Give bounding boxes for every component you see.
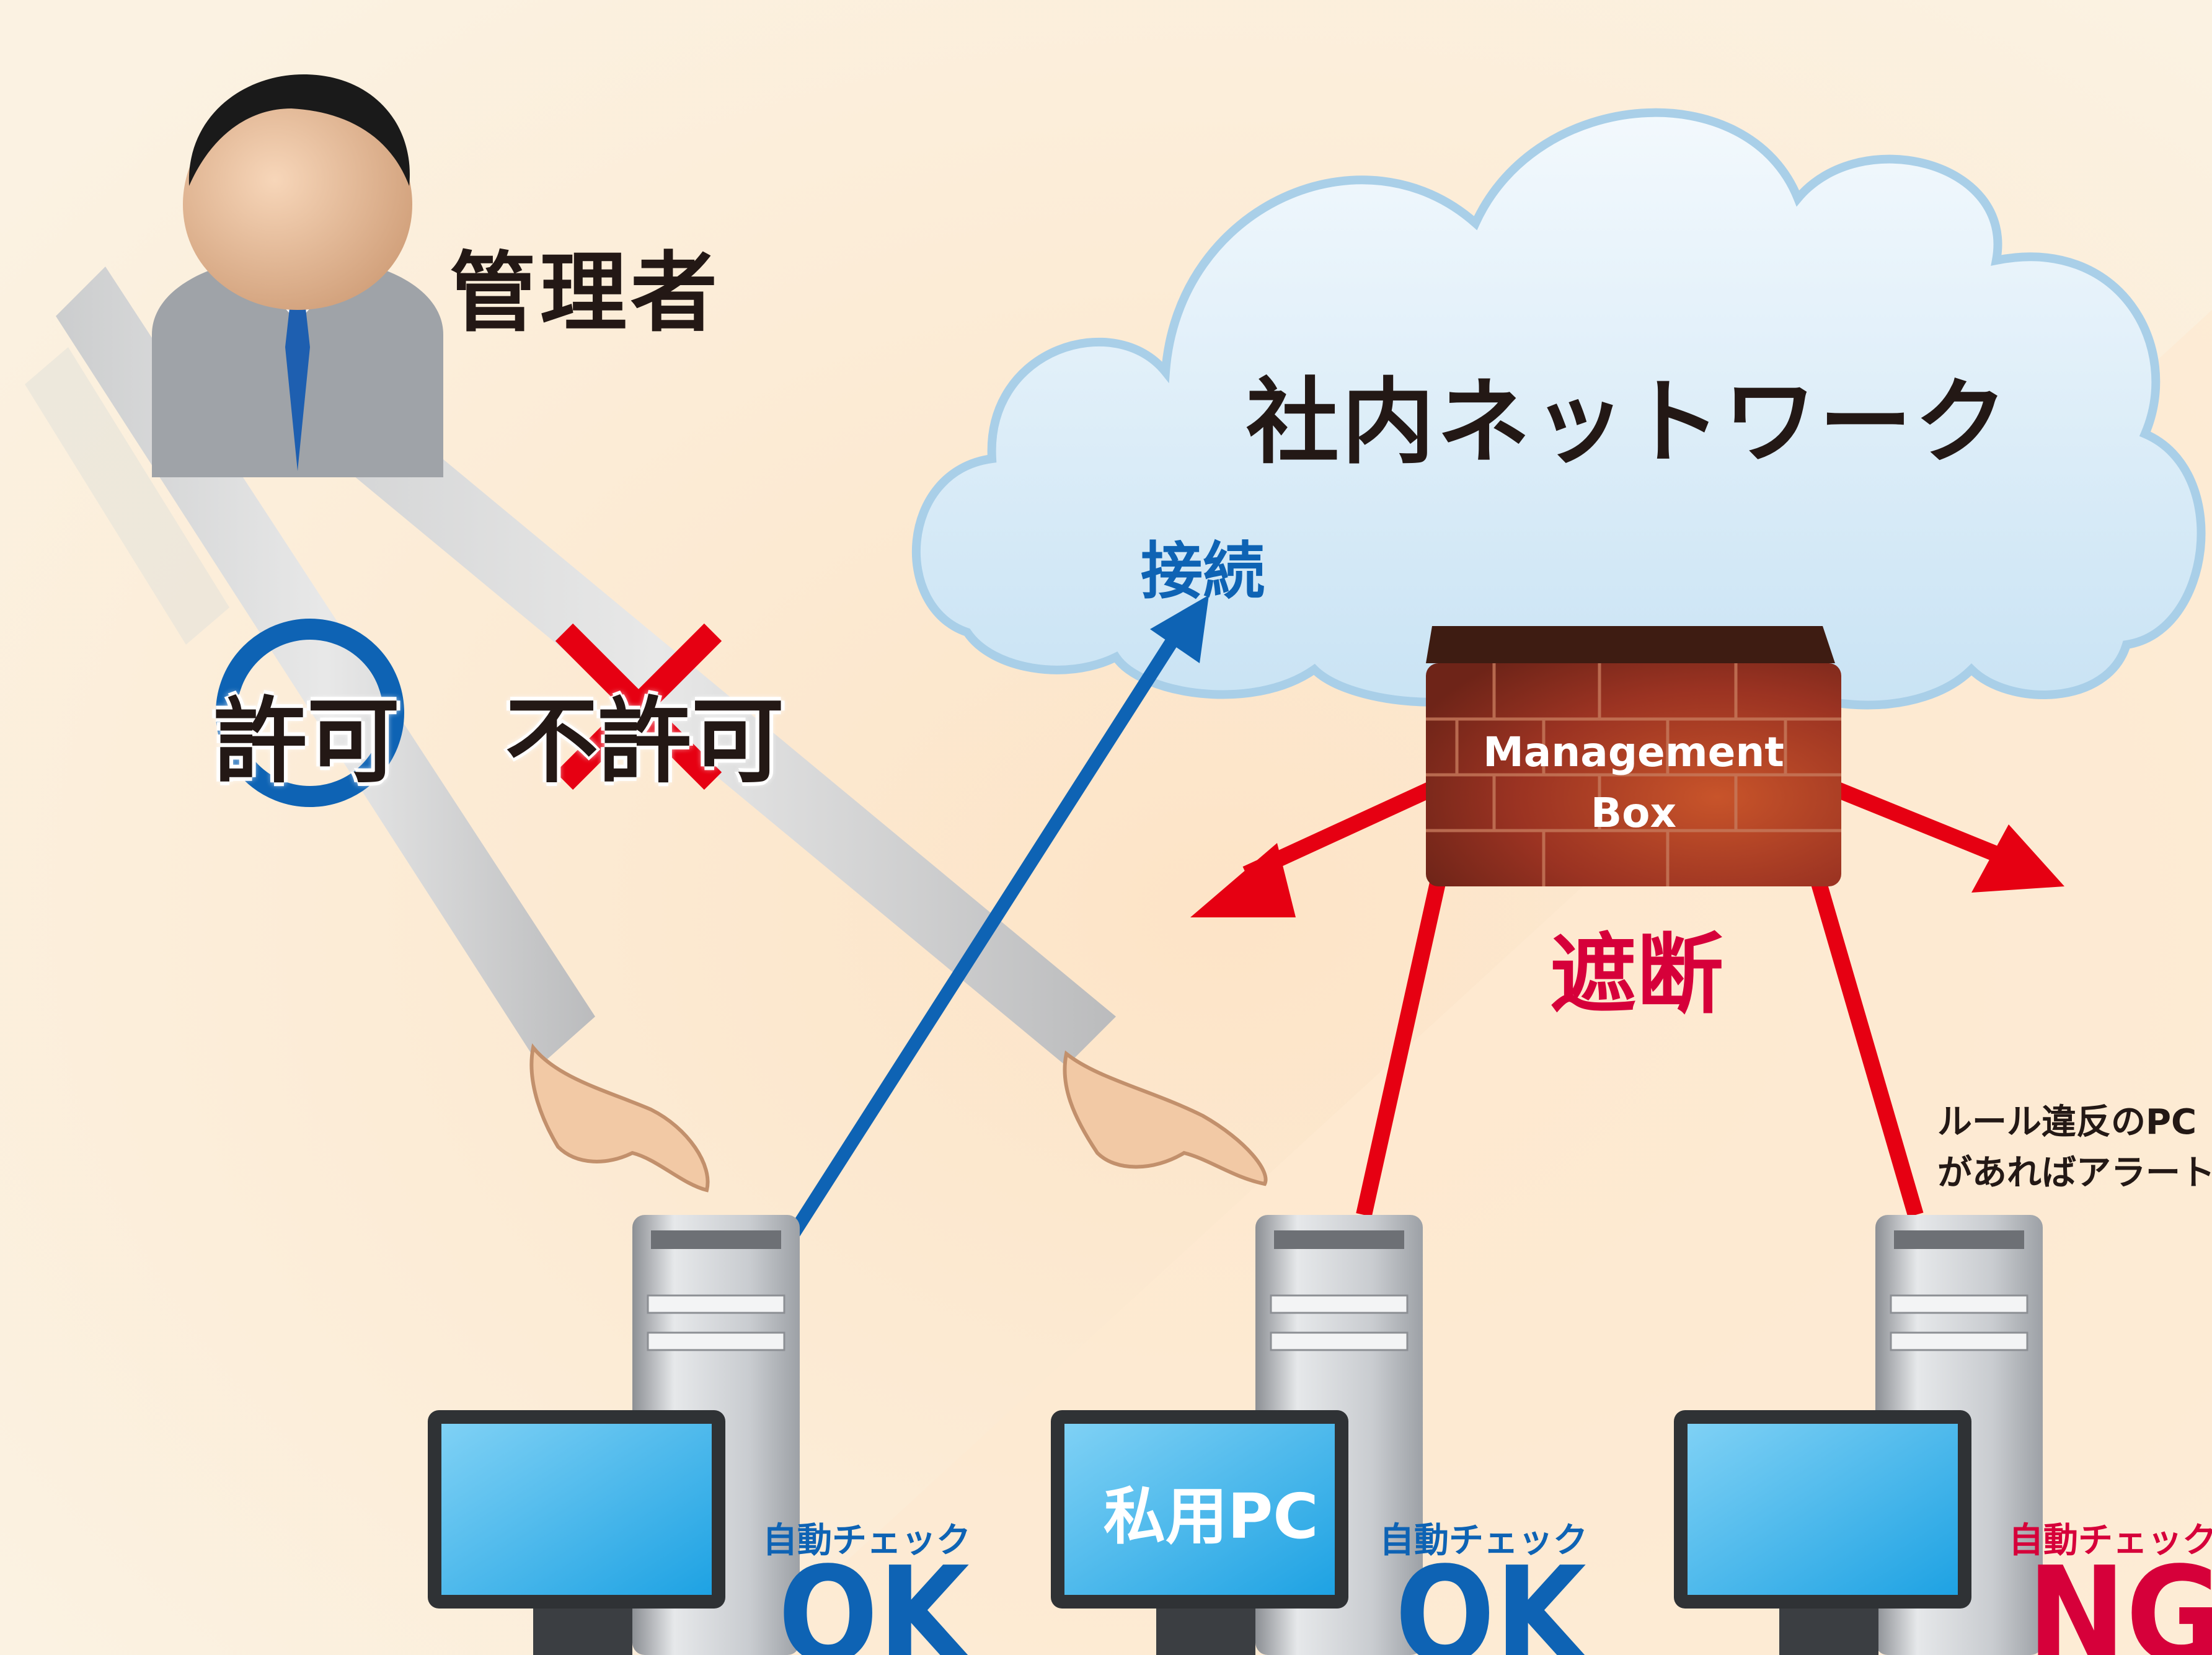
pc-1-check-label: 自動チェック [763,1520,971,1561]
block-label: 遮断 [1550,925,1724,1026]
pc-2-check-label: 自動チェック [1379,1520,1588,1561]
management-box-label: Management Box [1448,722,1820,844]
management-box-firewall [1426,626,1841,886]
management-box-line1: Management [1483,728,1784,776]
alert-note: ルール違反のPC があればアラート [1937,1097,2212,1199]
connect-arrow [787,595,1209,1237]
allow-label: 許可 [214,688,400,796]
right-hand [1063,1050,1268,1186]
pc-2-result: OK [1395,1538,1586,1655]
connect-label: 接続 [1141,535,1265,607]
management-box-line2: Box [1590,789,1677,837]
deny-x-mark [555,623,722,790]
deny-label: 不許可 [505,688,785,796]
alert-note-line2: があればアラート [1937,1153,2212,1193]
pc-3-check-label: 自動チェック [2009,1520,2212,1561]
left-hand [529,1043,710,1193]
pc-1 [428,1215,800,1655]
private-pc-label: 私用PC [1104,1480,1319,1553]
allow-circle-mark [216,619,404,807]
pc-2 [1051,1215,1423,1655]
administrator-label: 管理者 [449,243,722,344]
alert-note-line1: ルール違反のPC [1937,1102,2197,1142]
pc-3-result: NG [2027,1538,2212,1655]
pc-1-result: OK [778,1538,970,1655]
pc-3 [1674,1215,2043,1655]
administrator-figure [152,74,443,477]
network-title: 社内ネットワーク [1246,369,2011,477]
